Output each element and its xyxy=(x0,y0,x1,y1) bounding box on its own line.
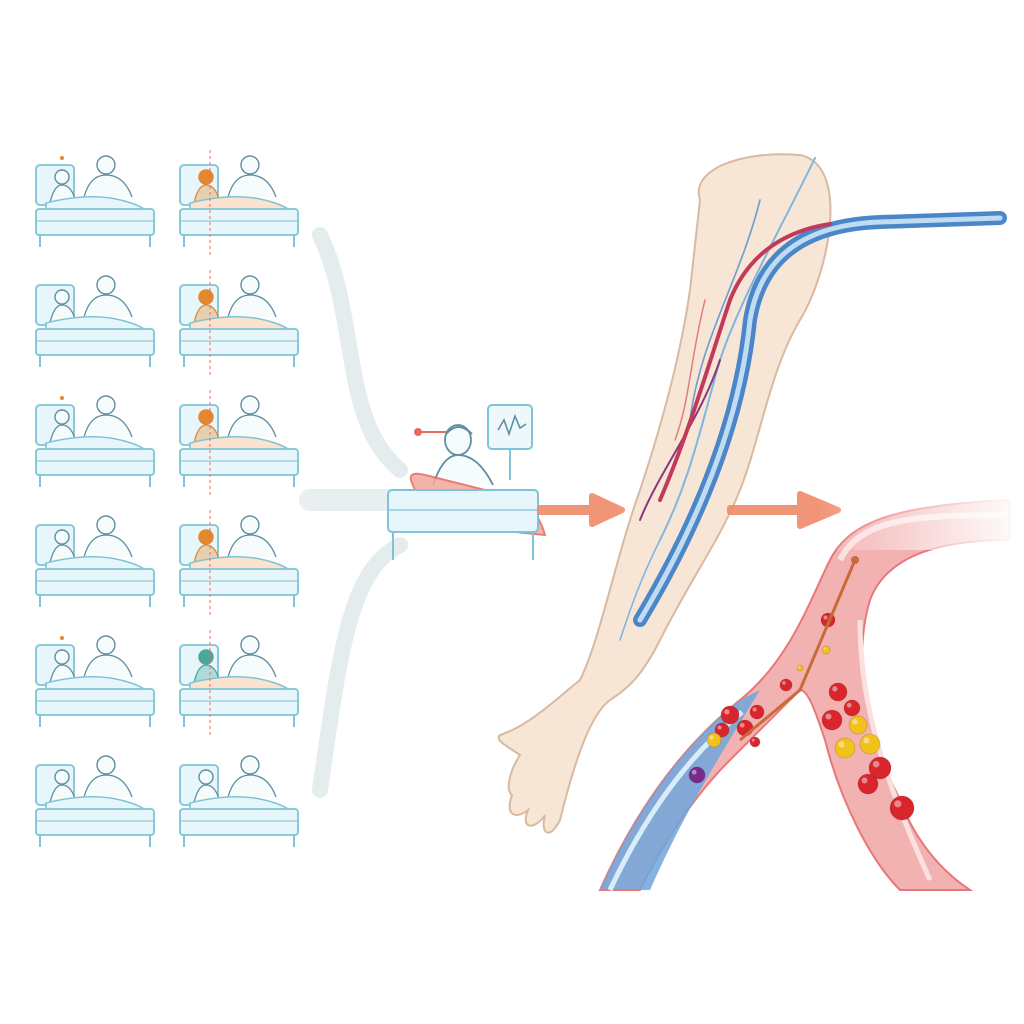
blood-cell xyxy=(706,732,722,748)
visitor-head-icon xyxy=(96,155,116,175)
visitor-head-icon xyxy=(96,395,116,415)
hospital-bed-icon xyxy=(179,568,299,596)
patient-bed xyxy=(35,155,155,247)
blood-cell xyxy=(779,678,793,692)
hospital-bed-icon xyxy=(35,688,155,716)
hospital-bed-icon xyxy=(35,208,155,236)
patient-head-icon xyxy=(54,769,70,785)
patient-bed xyxy=(179,755,299,847)
patient-bed xyxy=(35,755,155,847)
patient-bed xyxy=(179,270,299,375)
visitor-head-icon xyxy=(96,755,116,775)
blood-cell xyxy=(796,664,804,672)
blood-cell xyxy=(749,736,761,748)
blood-cell xyxy=(749,704,765,720)
patient-bed-grid xyxy=(35,150,299,847)
hospital-bed-icon xyxy=(179,808,299,836)
patient-head-icon xyxy=(54,649,70,665)
blood-cell xyxy=(889,795,915,821)
visitor-head-icon xyxy=(240,755,260,775)
alert-dot-icon xyxy=(60,156,64,160)
hospital-bed-icon xyxy=(35,568,155,596)
patient-bed xyxy=(179,390,299,495)
hospital-bed-icon xyxy=(179,328,299,356)
patient-head-icon xyxy=(198,409,214,425)
patient-head-icon xyxy=(198,769,214,785)
alert-dot-icon xyxy=(60,636,64,640)
patient-bed xyxy=(179,150,299,255)
blood-cell xyxy=(828,682,848,702)
patient-head-icon xyxy=(54,169,70,185)
catheter-line xyxy=(739,559,857,742)
patient-figure xyxy=(432,424,494,486)
hospital-bed-icon xyxy=(35,328,155,356)
visitor-head-icon xyxy=(96,635,116,655)
blood-cell xyxy=(714,722,730,738)
blood-cell xyxy=(868,756,892,780)
visitor-head-icon xyxy=(240,635,260,655)
iv-monitor-icon xyxy=(414,404,533,480)
alert-dot-icon xyxy=(60,396,64,400)
blood-cell xyxy=(821,645,831,655)
patient-head-icon xyxy=(54,289,70,305)
patient-bed xyxy=(35,395,155,487)
blood-cell xyxy=(859,733,881,755)
hospital-bed-icon xyxy=(179,448,299,476)
hospital-bed-icon xyxy=(179,688,299,716)
patient-head-icon xyxy=(198,169,214,185)
blood-cell xyxy=(843,699,861,717)
hospital-bed-icon xyxy=(35,808,155,836)
patient-head-icon xyxy=(198,649,214,665)
blood-cell xyxy=(720,705,740,725)
blood-cell xyxy=(857,773,879,795)
hospital-bed-icon xyxy=(179,208,299,236)
hospital-bed-icon xyxy=(35,448,155,476)
visitor-head-icon xyxy=(240,155,260,175)
patient-head-icon xyxy=(54,409,70,425)
patient-head-icon xyxy=(198,289,214,305)
visitor-head-icon xyxy=(240,275,260,295)
main-artery xyxy=(658,222,832,502)
patient-bed xyxy=(35,635,155,727)
blood-cell xyxy=(821,709,843,731)
visitor-head-icon xyxy=(240,395,260,415)
patient-bed xyxy=(179,630,299,735)
blood-vessel-cross-section xyxy=(0,490,1024,892)
patient-bed xyxy=(35,275,155,367)
blood-cell xyxy=(736,719,754,737)
blood-cell xyxy=(834,737,856,759)
visitor-head-icon xyxy=(96,275,116,295)
blood-cell xyxy=(848,715,868,735)
blood-cell xyxy=(688,766,706,784)
blood-cells xyxy=(688,556,915,821)
